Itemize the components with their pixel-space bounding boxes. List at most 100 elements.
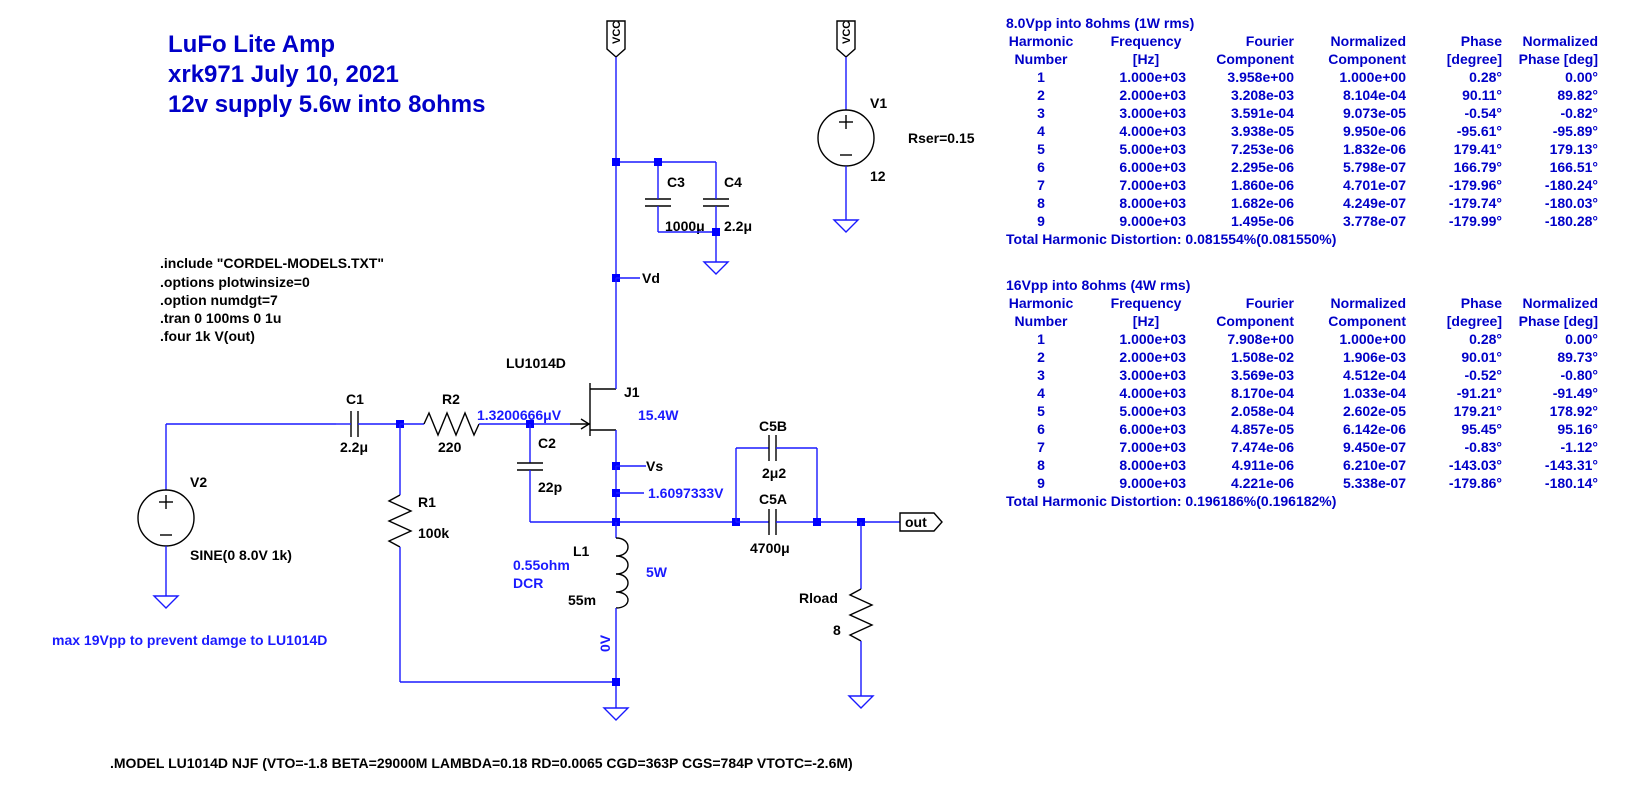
- table-cell: 7.253e-06: [1230, 141, 1294, 157]
- c2-value: 22p: [538, 479, 562, 495]
- table-cell: 0.28°: [1469, 331, 1502, 347]
- table-cell: 179.13°: [1549, 141, 1598, 157]
- gate-voltage-readout: 1.3200666μV: [477, 407, 562, 423]
- table-cell: 4.857e-05: [1230, 421, 1294, 437]
- c5a-name: C5A: [759, 491, 787, 507]
- ground-v1: [832, 219, 860, 233]
- table-cell: 9.000e+03: [1119, 213, 1186, 229]
- table-cell: 90.01°: [1461, 349, 1502, 365]
- jfet-model: LU1014D: [506, 355, 566, 371]
- table-cell: 179.41°: [1453, 141, 1502, 157]
- table-cell: -1.12°: [1560, 439, 1598, 455]
- resistor-rload: [848, 588, 874, 642]
- ground-c3-c4: [702, 261, 730, 275]
- table-row: 3 3.000e+03 3.569e-03 4.512e-04 -0.52° -0.80°: [1006, 366, 1598, 384]
- table-cell: 5.338e-07: [1342, 475, 1406, 491]
- table-cell: -179.99°: [1448, 213, 1502, 229]
- table-cell: 3.938e-05: [1230, 123, 1294, 139]
- table-cell: 1.000e+03: [1119, 69, 1186, 85]
- table-cell: 4.701e-07: [1342, 177, 1406, 193]
- c2-name: C2: [538, 435, 556, 451]
- table-cell: 6.210e-07: [1342, 457, 1406, 473]
- table-cell: 8.000e+03: [1119, 457, 1186, 473]
- table-cell: -0.52°: [1464, 367, 1502, 383]
- table-cell: 1.906e-03: [1342, 349, 1406, 365]
- table-cell: 5: [1037, 141, 1045, 157]
- v1-name: V1: [870, 95, 887, 111]
- table-cell: 2.295e-06: [1230, 159, 1294, 175]
- voltage-source-v1: [817, 109, 875, 167]
- directive-four: .four 1k V(out): [160, 328, 255, 344]
- jfet-j1: [570, 382, 617, 466]
- table-cell: 5: [1037, 403, 1045, 419]
- table-cell: -91.21°: [1456, 385, 1502, 401]
- table-cell: 7: [1037, 177, 1045, 193]
- table-cell: 9.450e-07: [1342, 439, 1406, 455]
- fourier-table-2-thd: Total Harmonic Distortion: 0.196186%(0.1…: [1006, 493, 1337, 509]
- vs-voltage-readout: 1.6097333V: [648, 485, 724, 501]
- table-cell: -143.31°: [1544, 457, 1598, 473]
- table-cell: 4.512e-04: [1342, 367, 1406, 383]
- resistor-r1: [387, 494, 413, 548]
- table-cell: -143.03°: [1448, 457, 1502, 473]
- c5a-value: 4700μ: [750, 540, 790, 556]
- table-cell: 1.033e-04: [1342, 385, 1406, 401]
- vd-label: Vd: [642, 270, 660, 286]
- vcc-flag-v1: VCC: [836, 20, 856, 58]
- capacitor-c5a: [768, 509, 777, 535]
- table-cell: 5.798e-07: [1342, 159, 1406, 175]
- table-cell: 6.000e+03: [1119, 159, 1186, 175]
- table-cell: 166.79°: [1453, 159, 1502, 175]
- table-cell: 4.000e+03: [1119, 385, 1186, 401]
- table-cell: 1.832e-06: [1342, 141, 1406, 157]
- table-cell: 2: [1037, 87, 1045, 103]
- table-cell: 1.000e+00: [1339, 331, 1406, 347]
- c5b-value: 2μ2: [762, 465, 786, 481]
- table-cell: 2.058e-04: [1230, 403, 1294, 419]
- inductor-l1: [615, 537, 629, 609]
- r2-value: 220: [438, 439, 462, 455]
- table-cell: -179.96°: [1448, 177, 1502, 193]
- table-cell: 3.778e-07: [1342, 213, 1406, 229]
- capacitor-c5b: [768, 435, 777, 461]
- table-cell: -91.49°: [1552, 385, 1598, 401]
- table-cell: 95.16°: [1557, 421, 1598, 437]
- directive-tran: .tran 0 100ms 0 1u: [160, 310, 281, 326]
- table-cell: 1.000e+03: [1119, 331, 1186, 347]
- jfet-name: J1: [624, 384, 640, 400]
- table-cell: 1.495e-06: [1230, 213, 1294, 229]
- table-cell: 4: [1037, 123, 1045, 139]
- table-cell: 9: [1037, 475, 1045, 491]
- table-cell: 3.958e+00: [1227, 69, 1294, 85]
- table-cell: 7.908e+00: [1227, 331, 1294, 347]
- fourier-table-1-caption: 8.0Vpp into 8ohms (1W rms): [1006, 15, 1195, 31]
- table-cell: 3: [1037, 367, 1045, 383]
- table-cell: 9: [1037, 213, 1045, 229]
- table-cell: -0.82°: [1560, 105, 1598, 121]
- table-cell: 2: [1037, 349, 1045, 365]
- resistor-r2: [400, 411, 570, 437]
- table-cell: 90.11°: [1462, 87, 1502, 103]
- directive-plotwinsize: .options plotwinsize=0: [160, 274, 310, 290]
- ground-rload: [847, 695, 875, 709]
- table-cell: 9.950e-06: [1342, 123, 1406, 139]
- r1-value: 100k: [418, 525, 449, 541]
- table-cell: 3.591e-04: [1230, 105, 1294, 121]
- table-cell: -0.80°: [1560, 367, 1598, 383]
- table-cell: 0.00°: [1565, 69, 1598, 85]
- voltage-source-v2: [137, 489, 195, 547]
- title-line-2: xrk971 July 10, 2021: [168, 61, 399, 88]
- table-cell: 3.000e+03: [1119, 367, 1186, 383]
- table-cell: -0.83°: [1464, 439, 1502, 455]
- table-cell: 8: [1037, 195, 1045, 211]
- table-cell: 3.569e-03: [1230, 367, 1294, 383]
- fourier-table-2-subheader: Number [Hz] Component Component [degree]…: [1014, 313, 1598, 329]
